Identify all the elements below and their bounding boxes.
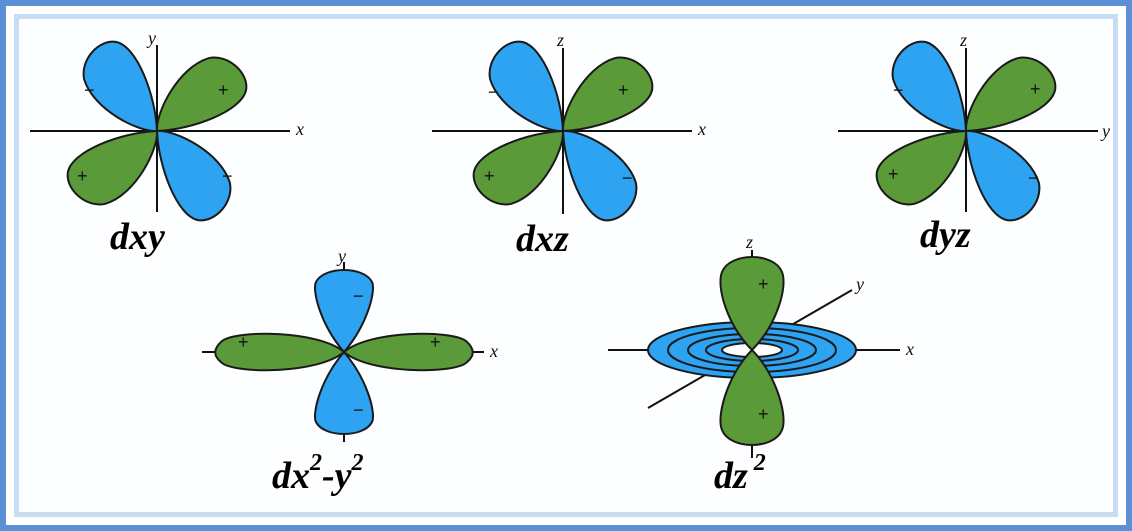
axis-label-x: x bbox=[295, 119, 304, 139]
orbital-label: dxz bbox=[516, 218, 569, 260]
orbital-label: dxy bbox=[110, 216, 165, 258]
axis-label-y: y bbox=[854, 274, 864, 294]
plus-sign: + bbox=[758, 274, 769, 294]
lobe-left bbox=[215, 334, 344, 370]
orbital-dxy: − + + − x y dxy bbox=[30, 28, 304, 258]
axis-label-y: y bbox=[146, 28, 156, 48]
plus-sign: + bbox=[484, 166, 495, 186]
axis-label-x: x bbox=[489, 341, 498, 361]
minus-sign: − bbox=[488, 82, 499, 102]
plus-sign: + bbox=[218, 80, 229, 100]
lobe-right bbox=[344, 334, 473, 370]
plus-sign: + bbox=[430, 332, 441, 352]
plus-sign: + bbox=[618, 80, 629, 100]
plus-sign: + bbox=[238, 332, 249, 352]
orbital-label: dx2-y2 bbox=[272, 450, 364, 497]
lobe-top bbox=[315, 270, 373, 352]
minus-sign: − bbox=[622, 168, 633, 188]
axis-label-y: y bbox=[1100, 121, 1110, 141]
plus-sign: + bbox=[888, 164, 899, 184]
minus-sign: − bbox=[222, 166, 233, 186]
lobe-bottom bbox=[315, 352, 373, 434]
plus-sign: + bbox=[1030, 79, 1041, 99]
minus-sign: − bbox=[893, 80, 904, 100]
minus-sign: − bbox=[353, 286, 364, 306]
minus-sign: − bbox=[84, 80, 95, 100]
axis-label-z: z bbox=[959, 30, 967, 50]
orbital-label: dyz bbox=[920, 214, 971, 256]
minus-sign: − bbox=[353, 400, 364, 420]
orbital-dx2-y2: + + − − x y dx2-y2 bbox=[202, 246, 498, 497]
axis-label-z: z bbox=[745, 232, 753, 252]
axis-label-z: z bbox=[556, 30, 564, 50]
orbital-dxz: − + + − x z dxz bbox=[432, 30, 706, 260]
plus-sign: + bbox=[758, 404, 769, 424]
minus-sign: − bbox=[1028, 168, 1039, 188]
axis-label-y: y bbox=[336, 246, 346, 266]
orbital-dyz: − + + − y z dyz bbox=[838, 30, 1110, 256]
plus-sign: + bbox=[77, 166, 88, 186]
axis-label-x: x bbox=[697, 119, 706, 139]
axis-label-x: x bbox=[905, 339, 914, 359]
